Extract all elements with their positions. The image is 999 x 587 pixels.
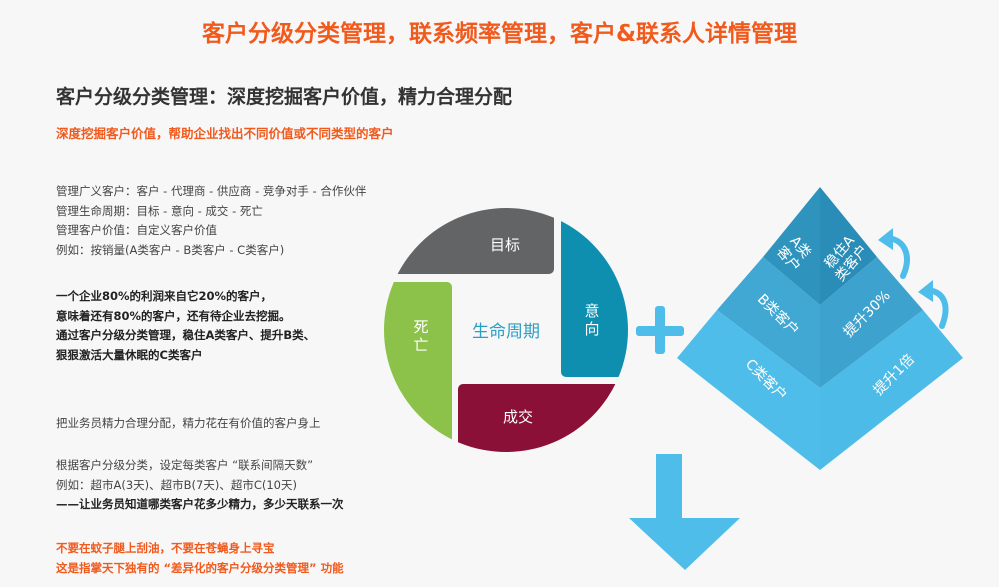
text-line: 不要在蚊子腿上刮油，不要在苍蝇身上寻宝 bbox=[56, 541, 275, 555]
interval-text: 根据客户分级分类，设定每类客户 “联系间隔天数” 例如：超市A(3天)、超市B(… bbox=[56, 456, 344, 515]
label-dead-1: 死 bbox=[413, 318, 428, 336]
text-line: ——让业务员知道哪类客户花多少精力，多少天联系一次 bbox=[56, 497, 344, 511]
label-intent-1: 意 bbox=[584, 302, 599, 320]
label-center: 生命周期 bbox=[472, 322, 540, 342]
text-line: 一个企业80%的利润来自它20%的客户， bbox=[56, 289, 273, 303]
section-title: 客户分级分类管理：深度挖掘客户价值，精力合理分配 bbox=[56, 86, 513, 108]
text-line: 意味着还有80%的客户，还有待企业去挖掘。 bbox=[56, 308, 291, 323]
down-arrow-icon bbox=[629, 454, 740, 570]
text-line: 通过客户分级分类管理，稳住A类客户、提升B类、 bbox=[56, 328, 316, 342]
text-line: 狠狠激活大量休眠的C类客户 bbox=[56, 347, 203, 362]
main-title: 客户分级分类管理，联系频率管理，客户&联系人详情管理 bbox=[201, 21, 798, 47]
text-line: 这是指掌天下独有的 “差异化的客户分级分类管理” 功能 bbox=[56, 560, 344, 575]
effort-text: 把业务员精力合理分配，精力花在有价值的客户身上 bbox=[56, 414, 321, 434]
segment-intent bbox=[561, 208, 628, 377]
text-line: 管理客户价值：自定义客户价值 bbox=[56, 223, 217, 237]
section-subtitle: 深度挖掘客户价值，帮助企业找出不同价值或不同类型的客户 bbox=[56, 126, 394, 141]
text-line: 根据客户分级分类，设定每类客户 “联系间隔天数” bbox=[56, 458, 314, 472]
text-line: 管理生命周期：目标 - 意向 - 成交 - 死亡 bbox=[56, 203, 263, 218]
label-deal: 成交 bbox=[503, 408, 533, 426]
label-intent-2: 向 bbox=[584, 320, 599, 338]
text-line: 管理广义客户：客户 - 代理商 - 供应商 - 竞争对手 - 合作伙伴 bbox=[56, 184, 367, 198]
arrowhead-icon bbox=[878, 228, 893, 250]
segment-deal bbox=[458, 384, 628, 452]
segment-dead bbox=[384, 282, 452, 452]
plus-icon bbox=[636, 306, 684, 354]
slogan-text: 不要在蚊子腿上刮油，不要在苍蝇身上寻宝 这是指掌天下独有的 “差异化的客户分级分… bbox=[56, 539, 344, 578]
text-line: 把业务员精力合理分配，精力花在有价值的客户身上 bbox=[56, 416, 321, 430]
label-dead-2: 亡 bbox=[413, 336, 428, 354]
pyramid: A类 客户 稳住A 类客户 B类客户 提升30% C类客户 提升1倍 bbox=[677, 187, 963, 470]
segment-target bbox=[384, 208, 554, 274]
text-line: 例如：按销量(A类客户 - B类客户 - C类客户) bbox=[56, 242, 285, 257]
scope-list: 管理广义客户：客户 - 代理商 - 供应商 - 竞争对手 - 合作伙伴 管理生命… bbox=[56, 182, 366, 260]
pareto-text: 一个企业80%的利润来自它20%的客户， 意味着还有80%的客户，还有待企业去挖… bbox=[56, 287, 315, 365]
arrowhead-icon bbox=[918, 280, 933, 302]
text-line: 例如：超市A(3天)、超市B(7天)、超市C(10天) bbox=[56, 477, 297, 492]
label-target: 目标 bbox=[490, 236, 520, 254]
